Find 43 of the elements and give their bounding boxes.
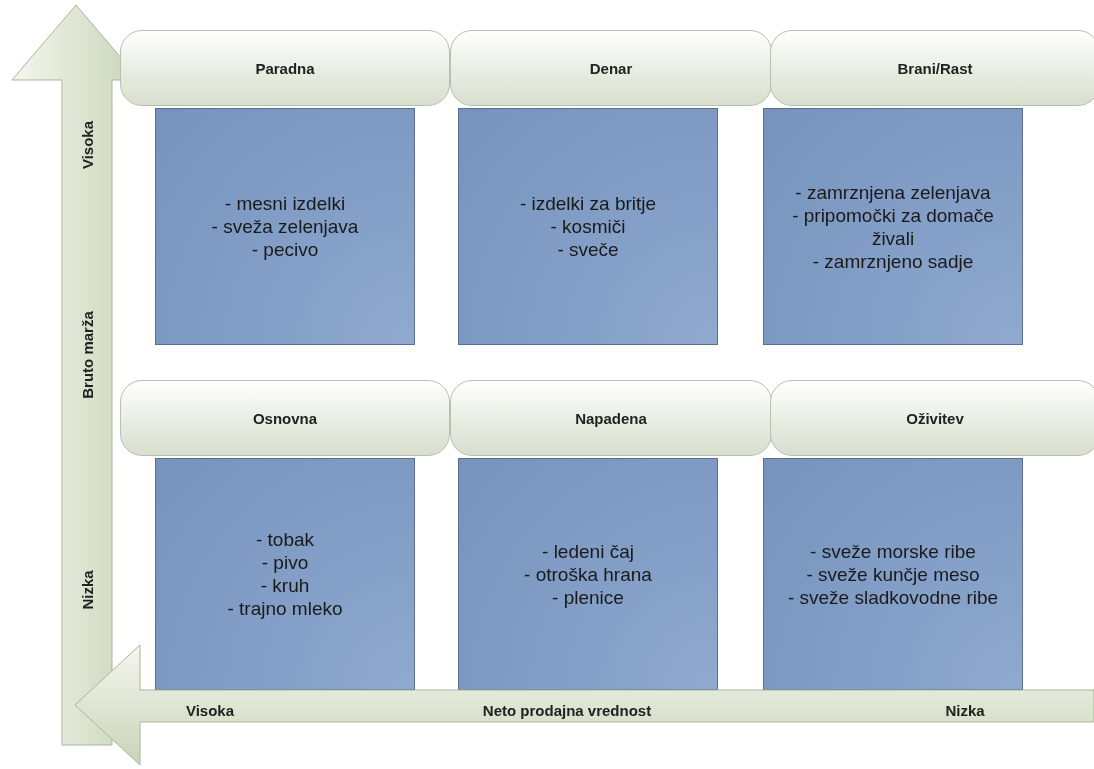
category-title: Brani/Rast: [897, 59, 973, 77]
axis-label: Visoka: [185, 701, 235, 719]
list-item: - plenice: [552, 585, 624, 609]
list-item: - ledeni čaj: [542, 539, 634, 563]
list-item: - zamrznjeno sadje: [812, 249, 974, 273]
axis-label: Visoka: [78, 120, 96, 170]
category-panel: [763, 108, 1023, 345]
list-item: - pecivo: [251, 238, 319, 261]
list-item: - sveže sladkovodne ribe: [787, 585, 999, 609]
axis-label: Neto prodajna vrednost: [482, 701, 652, 719]
list-item: - pripomočki za domače živali: [791, 203, 995, 250]
axis-label: Bruto marža: [78, 311, 96, 399]
list-item: - sveže kunčje meso: [806, 562, 980, 586]
list-item: - pivo: [261, 551, 309, 574]
category-panel: [458, 458, 718, 690]
category-title: Napadena: [575, 409, 647, 427]
axis-label: Nizka: [945, 701, 985, 719]
header-tab: [120, 380, 450, 456]
list-item: - kosmiči: [550, 215, 626, 238]
category-panel: [763, 458, 1023, 690]
list-item: - izdelki za britje: [519, 192, 657, 215]
category-panel: [155, 108, 415, 345]
category-title: Oživitev: [906, 409, 964, 427]
header-tab: [450, 380, 772, 456]
header-tab: [770, 30, 1094, 106]
header-tab: [770, 380, 1094, 456]
category-title: Osnovna: [252, 409, 318, 427]
list-item: - kruh: [260, 574, 310, 597]
list-item: - sveža zelenjava: [211, 215, 359, 238]
header-tab: [120, 30, 450, 106]
header-tab: [450, 30, 772, 106]
list-item: - tobak: [255, 528, 315, 551]
category-title: Paradna: [255, 59, 315, 77]
list-item: - sveče: [557, 238, 619, 261]
category-title: Denar: [589, 59, 633, 77]
list-item: - trajno mleko: [227, 597, 343, 620]
category-panel: [458, 108, 718, 345]
category-panel: [155, 458, 415, 690]
list-item: - sveže morske ribe: [810, 539, 976, 563]
list-item: - zamrznjena zelenjava: [795, 180, 991, 204]
list-item: - otroška hrana: [524, 562, 652, 586]
list-item: - mesni izdelki: [224, 192, 346, 215]
axis-label: Nizka: [78, 570, 96, 610]
